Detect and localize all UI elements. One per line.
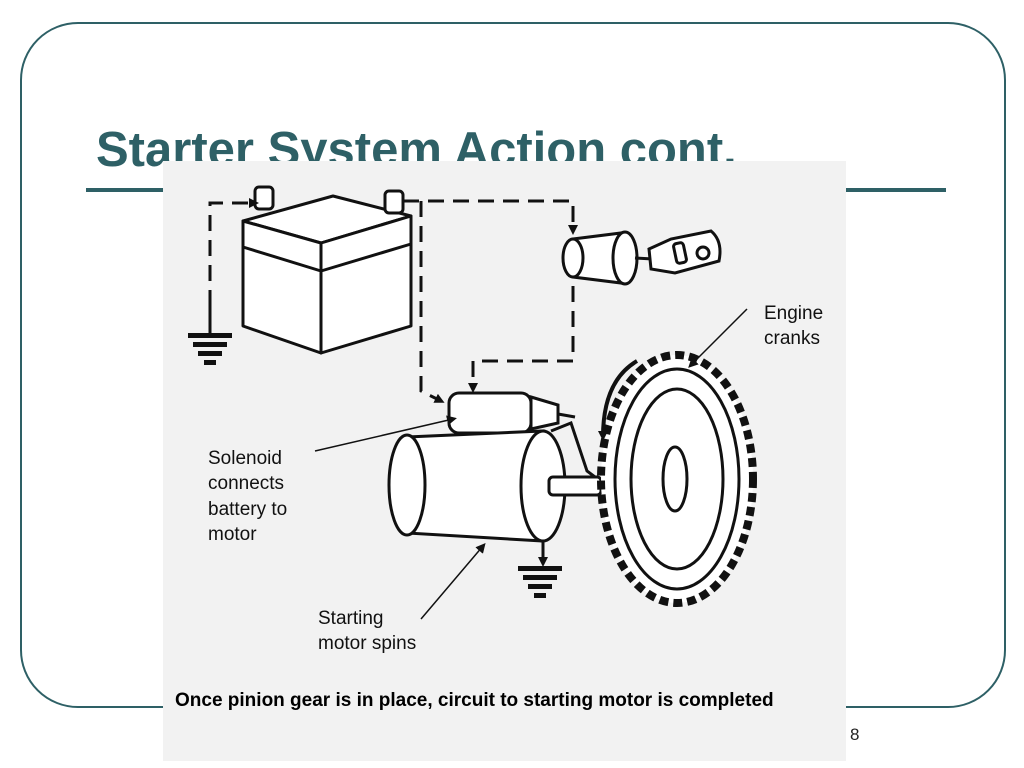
rotation-arrow-icon [598, 359, 639, 441]
ignition-key-icon [647, 229, 722, 275]
battery-icon [241, 185, 413, 355]
solenoid-icon [447, 391, 576, 435]
ignition-switch-icon [561, 230, 654, 286]
solenoid-line-1: Solenoid [208, 448, 282, 469]
starter-diagram-drawing [188, 185, 757, 620]
solenoid-line-4: motor [208, 523, 257, 545]
starter-diagram: Engine cranks Solenoid connects battery … [163, 161, 846, 761]
starting-motor-line-2: motor spins [318, 633, 417, 655]
engine-cranks-line-1: Engine [764, 303, 824, 324]
page-number: 8 [850, 725, 860, 744]
current-flow-path [208, 198, 578, 567]
solenoid-line-2: connects [208, 473, 285, 495]
engine-cranks-label: Engine cranks [764, 301, 823, 352]
motor-ground-icon [518, 566, 562, 598]
engine-cranks-line-2: cranks [764, 328, 820, 350]
starting-motor-icon [387, 421, 604, 543]
solenoid-line-3: battery to [208, 498, 288, 520]
battery-ground-icon [188, 306, 232, 365]
solenoid-label: Solenoid connects battery to motor [208, 446, 287, 547]
flywheel-ring-gear-icon [597, 351, 757, 607]
leader-lines [314, 308, 748, 620]
starting-motor-line-1: Starting [318, 608, 384, 629]
figure-caption: Once pinion gear is in place, circuit to… [175, 690, 774, 711]
starting-motor-label: Starting motor spins [318, 606, 416, 657]
